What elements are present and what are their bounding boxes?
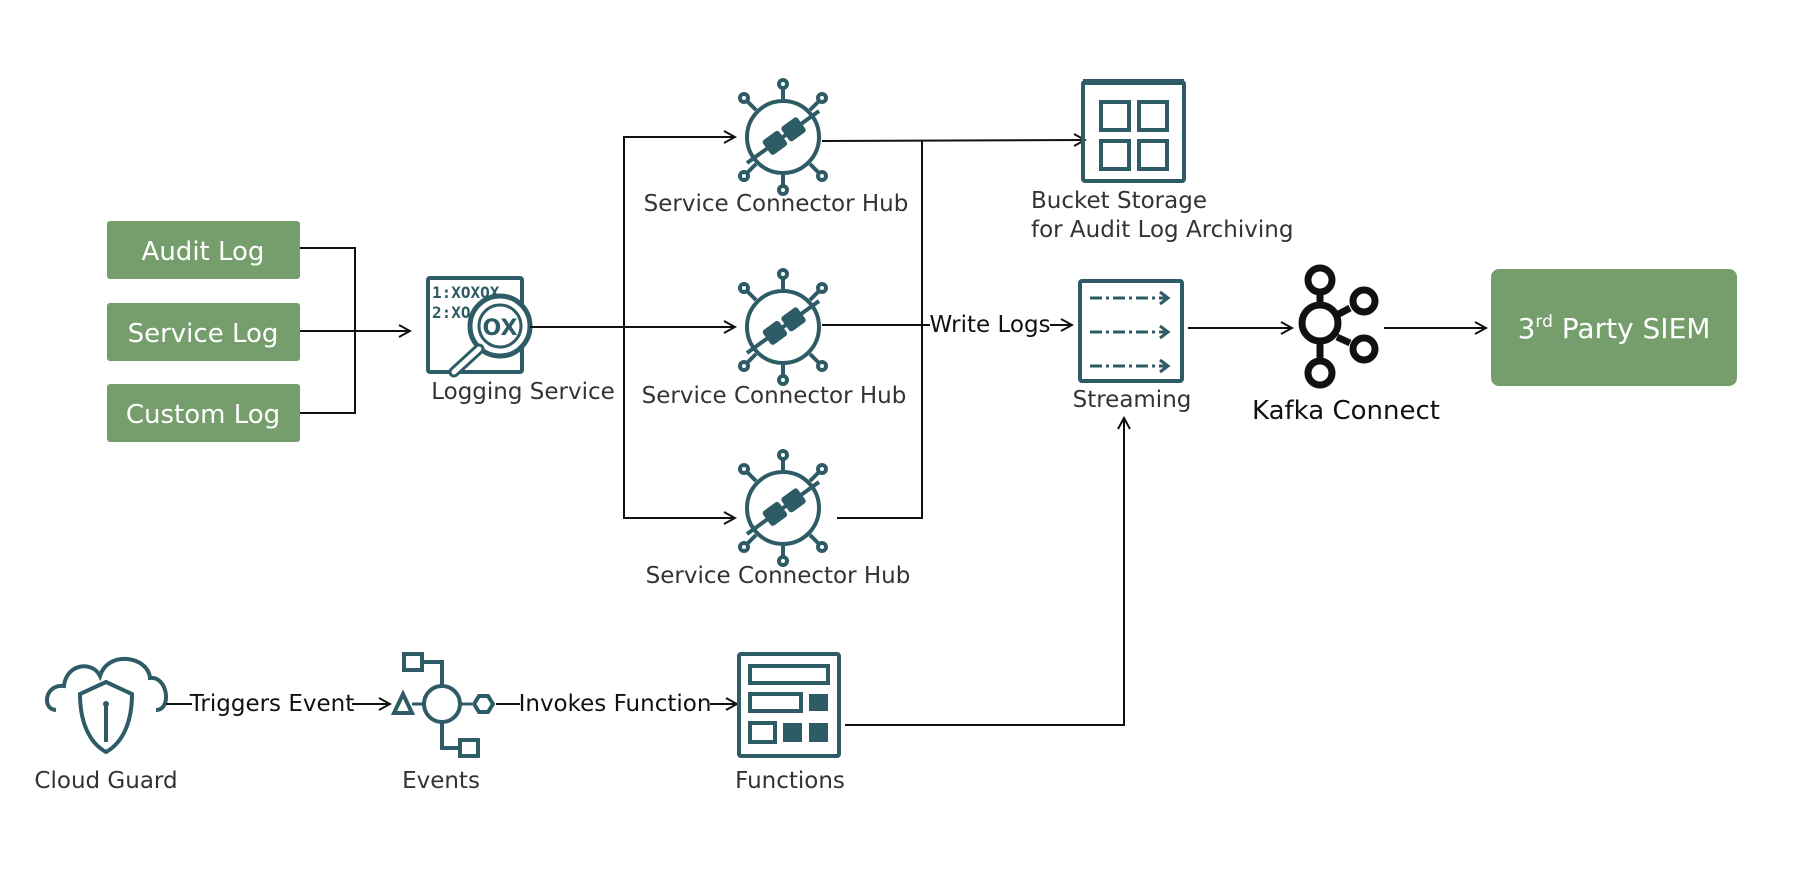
audit-log-label: Audit Log: [142, 237, 265, 267]
hub-1-label: Service Connector Hub: [644, 191, 909, 217]
third-party-siem-box[interactable]: 3rd Party SIEM: [1491, 269, 1737, 386]
functions-icon[interactable]: [737, 652, 841, 758]
functions-label: Functions: [735, 768, 845, 794]
service-log-label: Service Log: [128, 319, 279, 349]
streaming-label: Streaming: [1073, 387, 1192, 413]
logging-to-hubs-connector: [530, 137, 735, 518]
hub-3-label: Service Connector Hub: [646, 563, 911, 589]
logging-service-label: Logging Service: [431, 379, 615, 405]
logging-icon-text-2: 2:XO: [432, 303, 471, 322]
service-connector-hub-icon[interactable]: [738, 449, 828, 567]
write-logs-label: Write Logs: [929, 312, 1050, 338]
logging-service-icon[interactable]: 1:XOXOX 2:XO OX: [426, 276, 533, 378]
cloud-guard-label: Cloud Guard: [34, 768, 177, 794]
functions-to-streaming-connector: [845, 418, 1124, 726]
invokes-function-label: Invokes Function: [519, 691, 712, 717]
custom-log-label: Custom Log: [126, 400, 280, 430]
events-label: Events: [402, 768, 480, 794]
hub-2-label: Service Connector Hub: [642, 383, 907, 409]
kafka-connect-icon[interactable]: [1298, 264, 1379, 389]
triggers-event-label: Triggers Event: [189, 691, 355, 717]
events-icon[interactable]: [390, 652, 496, 758]
custom-log-box[interactable]: Custom Log: [107, 384, 300, 442]
streaming-icon[interactable]: [1078, 279, 1184, 383]
audit-log-box[interactable]: Audit Log: [107, 221, 300, 279]
logs-to-logging-connector: [300, 247, 410, 414]
siem-label: 3rd Party SIEM: [1518, 312, 1711, 345]
bucket-storage-label-1: Bucket Storage: [1031, 188, 1207, 214]
service-connector-hub-icon[interactable]: [738, 268, 828, 386]
kafka-connect-label: Kafka Connect: [1252, 396, 1440, 426]
service-connector-hub-icon[interactable]: [738, 78, 828, 196]
logging-icon-text-1: 1:XOXOX: [432, 283, 500, 302]
logging-icon-badge: OX: [483, 316, 518, 341]
service-log-box[interactable]: Service Log: [107, 303, 300, 361]
bucket-storage-label-2: for Audit Log Archiving: [1031, 217, 1293, 243]
cloud-guard-icon[interactable]: [45, 657, 169, 755]
bucket-storage-icon[interactable]: [1081, 79, 1186, 183]
